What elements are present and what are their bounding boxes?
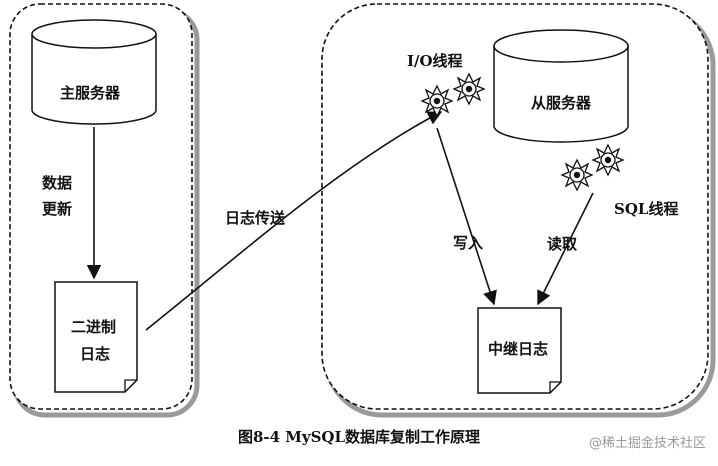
master-server-label: 主服务器 bbox=[60, 84, 121, 102]
slave-server-cylinder bbox=[493, 29, 629, 143]
slave-server-label: 从服务器 bbox=[531, 94, 592, 112]
data-update-label-line1: 数据 bbox=[42, 174, 73, 192]
read-label: 读取 bbox=[547, 235, 578, 253]
binary-log-label-line1: 二进制 bbox=[71, 318, 117, 336]
sql-thread-label: SQL线程 bbox=[614, 200, 679, 218]
binary-log-document bbox=[54, 281, 138, 393]
log-transfer-arrow bbox=[145, 111, 443, 331]
data-update-label-line2: 更新 bbox=[42, 200, 73, 218]
watermark: @稀土掘金技术社区 bbox=[588, 436, 706, 451]
master-server-cylinder bbox=[31, 19, 157, 125]
binary-log-label-line2: 日志 bbox=[80, 345, 111, 363]
relay-log-label: 中继日志 bbox=[488, 340, 549, 358]
relay-log-document bbox=[477, 307, 562, 394]
figure-caption: 图8-4 MySQL数据库复制工作原理 bbox=[237, 428, 481, 446]
read-arrow bbox=[537, 192, 594, 306]
write-arrow bbox=[436, 127, 497, 306]
io-thread-label: I/O线程 bbox=[407, 52, 463, 70]
log-transfer-label: 日志传送 bbox=[225, 209, 286, 227]
write-label: 写入 bbox=[453, 234, 484, 252]
